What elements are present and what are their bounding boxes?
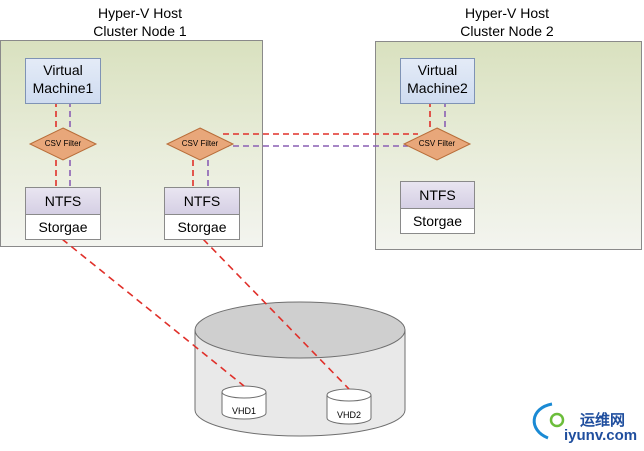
vm1-line2: Machine1 [32, 80, 94, 96]
csv-filter-1-shape [28, 127, 98, 161]
csv-filter-3-shape [402, 127, 472, 161]
node2-storage-stack: NTFS Storgae [400, 181, 475, 234]
node1-storage-stack-a: NTFS Storgae [25, 187, 101, 240]
vm2-line2: Machine2 [407, 80, 468, 96]
watermark-url: iyunv.com [564, 427, 638, 444]
node1-title: Hyper-V Host Cluster Node 1 [75, 4, 205, 40]
ntfs-label: NTFS [26, 188, 100, 215]
vm1-line1: Virtual [43, 62, 83, 78]
vhd2-cylinder [326, 388, 372, 425]
storage-label: Storgae [165, 215, 239, 239]
csv-filter-3-label: CSV Filter [418, 139, 456, 148]
watermark-chinese: 运维网 [580, 411, 626, 429]
node1-storage-stack-b: NTFS Storgae [164, 187, 240, 240]
virtual-machine-2: Virtual Machine2 [400, 58, 475, 104]
vhd2-label: VHD2 [336, 410, 361, 420]
node2-title: Hyper-V Host Cluster Node 2 [442, 4, 572, 40]
virtual-machine-1: Virtual Machine1 [25, 58, 101, 104]
csv-filter-1-label: CSV Filter [44, 139, 82, 148]
vm2-line1: Virtual [417, 62, 458, 78]
csv-filter-2-label: CSV Filter [181, 139, 219, 148]
storage-label: Storgae [26, 215, 100, 239]
node1-title-line2: Cluster Node 1 [93, 23, 187, 39]
node2-title-line1: Hyper-V Host [464, 5, 550, 21]
node2-title-line2: Cluster Node 2 [460, 23, 554, 39]
storage-label: Storgae [401, 209, 474, 233]
node1-title-line1: Hyper-V Host [97, 5, 183, 21]
ntfs-label: NTFS [401, 182, 474, 209]
vhd1-label: VHD1 [231, 406, 256, 416]
csv-filter-2-shape [165, 127, 235, 161]
ntfs-label: NTFS [165, 188, 239, 215]
